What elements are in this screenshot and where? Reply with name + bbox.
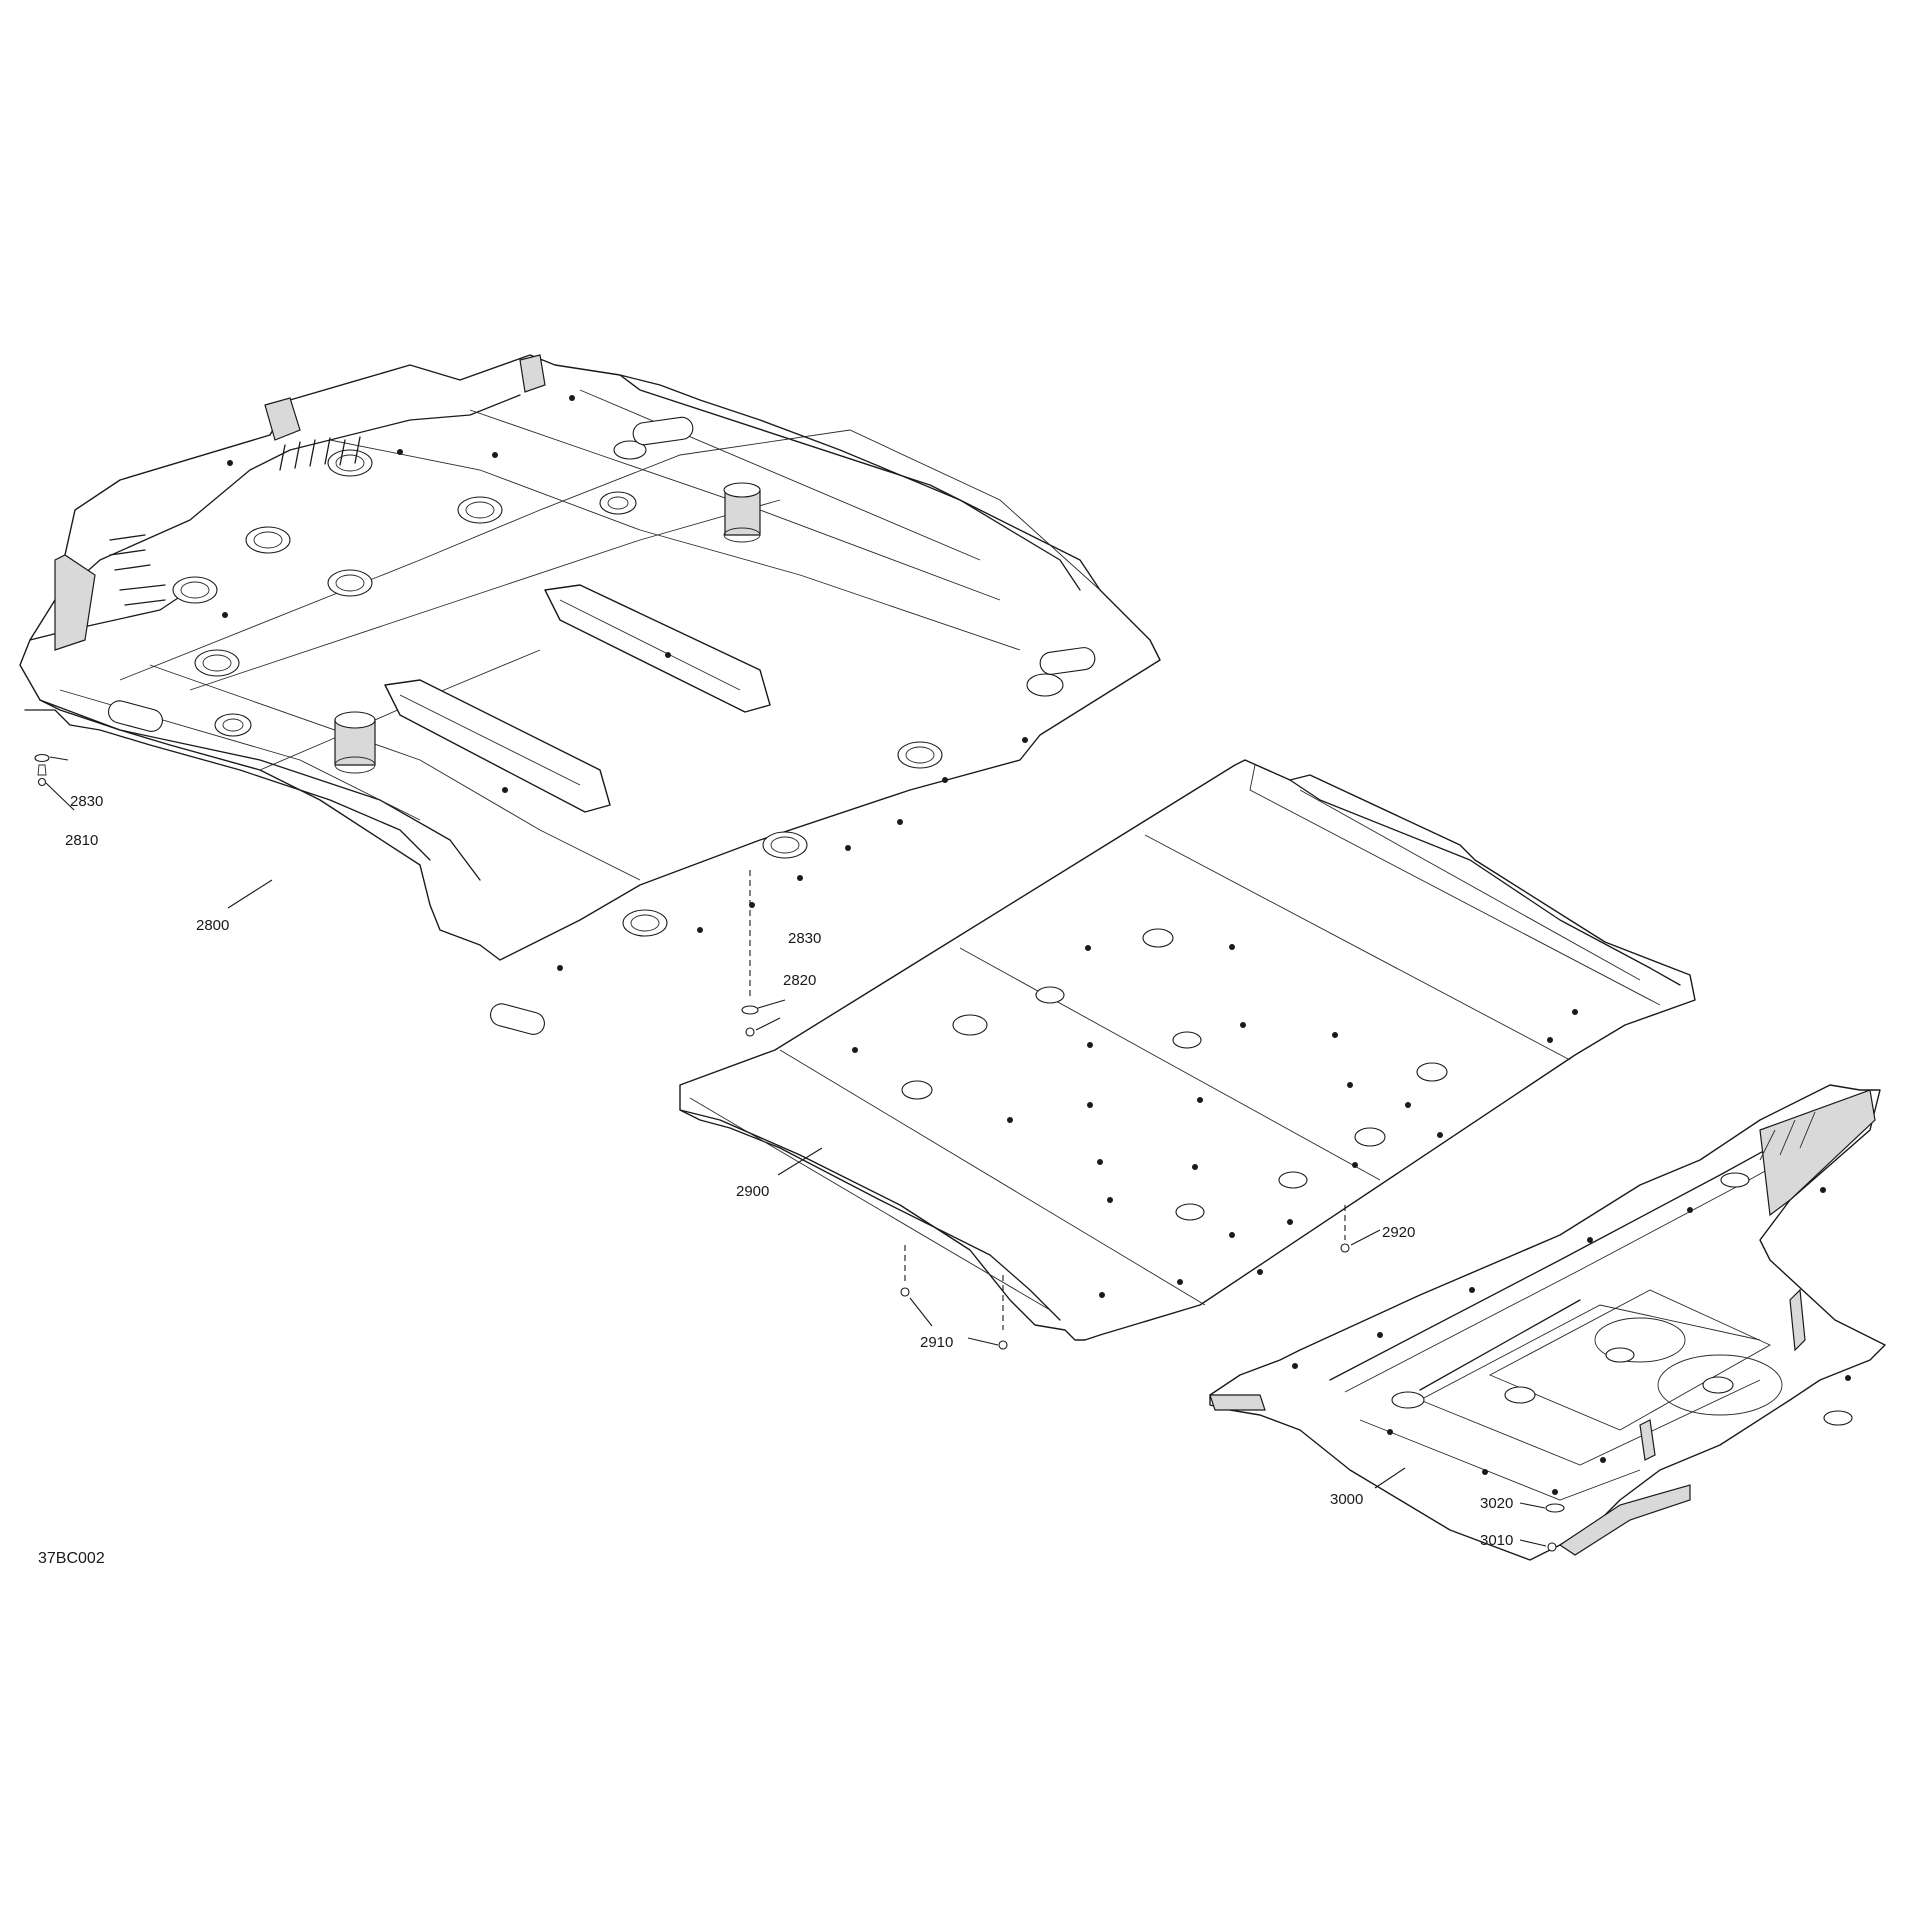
shield-cylinder-left: [334, 711, 376, 774]
callout-2900: 2900: [736, 1183, 769, 1200]
part-2800-front-skid-plate: [19, 354, 1161, 1035]
callout-group-2830-2810: 2830 2810: [34, 753, 103, 849]
part-2800-holes: [172, 440, 1064, 937]
shield-cylinder-right: [723, 482, 761, 543]
callout-3000: 3000: [1330, 1491, 1363, 1508]
callout-group-2910: 2910: [900, 1245, 1008, 1351]
washer-2830-centre: [741, 1005, 759, 1015]
washer-2830: [34, 753, 50, 763]
callout-group-2920: 2920: [1340, 1205, 1415, 1253]
washer-3020: [1545, 1503, 1565, 1513]
callout-2830-front: 2830: [70, 793, 103, 810]
part-2800-fasteners: [222, 395, 1028, 971]
callout-2820: 2820: [783, 972, 816, 989]
part-2900-fasteners: [852, 944, 1578, 1298]
part-3000-fasteners: [1292, 1187, 1851, 1495]
callout-2920: 2920: [1382, 1224, 1415, 1241]
part-2900-holes: [901, 928, 1448, 1221]
callout-group-2900: 2900: [736, 1147, 823, 1200]
callout-3020: 3020: [1480, 1495, 1513, 1512]
diagram-reference-code: 37BC002: [38, 1550, 105, 1567]
callout-2810: 2810: [65, 832, 98, 849]
callout-2910: 2910: [920, 1334, 953, 1351]
callout-3010: 3010: [1480, 1532, 1513, 1549]
callout-group-3000: 3000: [1330, 1467, 1406, 1508]
part-3000-rear-skid-plate: [1209, 1084, 1886, 1561]
part-2900-centre-plate: [679, 759, 1696, 1341]
vent-slots: [109, 436, 361, 606]
callout-2830-centre: 2830: [788, 930, 821, 947]
callout-group-2800: 2800: [196, 879, 273, 934]
callout-group-3020-3010: 3020 3010: [1480, 1495, 1565, 1552]
callout-2800: 2800: [196, 917, 229, 934]
callout-group-2830-2820: 2830 2820: [741, 870, 821, 1037]
